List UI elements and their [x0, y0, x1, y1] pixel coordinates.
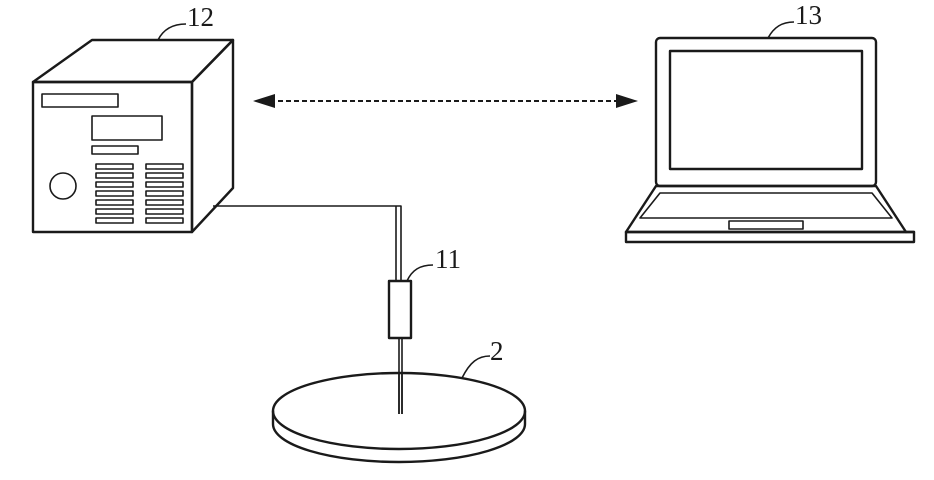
unit-readout-window [91, 115, 163, 141]
label-2: 2 [490, 336, 504, 366]
control-unit [31, 38, 235, 234]
unit-knob [49, 172, 77, 200]
laptop-keyboard [639, 192, 893, 219]
laptop-screen [668, 49, 864, 171]
connection-cable [213, 205, 402, 280]
leader-line-2 [461, 355, 491, 379]
leader-line-11 [406, 264, 434, 282]
leader-line-12 [157, 23, 187, 41]
leader-line-13 [767, 21, 795, 39]
arrowhead-right [616, 94, 638, 108]
arrowhead-left [253, 94, 275, 108]
laptop-touchpad [728, 220, 804, 230]
label-12: 12 [187, 2, 214, 32]
label-13: 13 [795, 0, 822, 30]
unit-small-button [91, 145, 139, 155]
label-11: 11 [435, 244, 461, 274]
probe [387, 279, 413, 414]
unit-vent-slots [95, 163, 184, 224]
wafer-substrate [271, 371, 527, 464]
laptop-computer [624, 36, 916, 244]
unit-display-strip [41, 93, 119, 108]
communication-link [253, 94, 638, 108]
